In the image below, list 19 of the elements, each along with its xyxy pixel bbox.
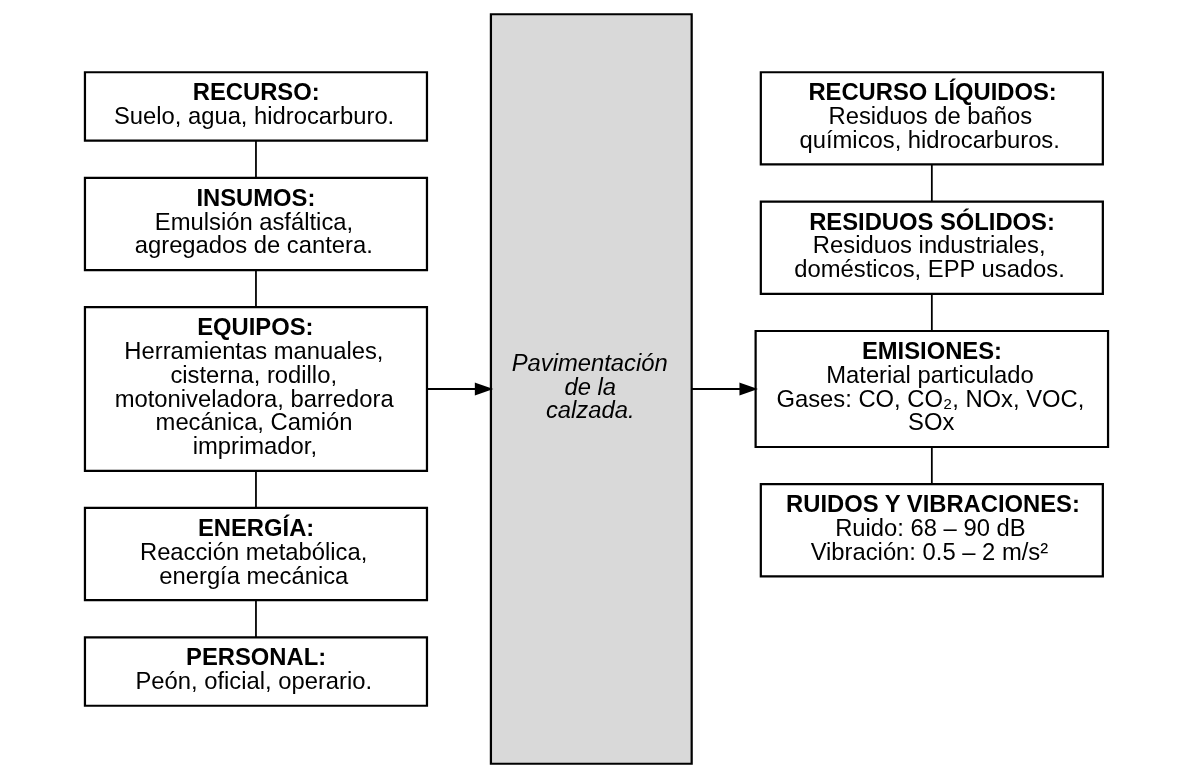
node-box: RUIDOS Y VIBRACIONES: Ruido: 68 – 90 dB Vibración: 0.5 – 2 m/s² <box>759 483 1104 578</box>
node-box: PERSONAL: Peón, oficial, operario. <box>83 636 428 707</box>
node-box: RECURSO LÍQUIDOS: Residuos de baños químicos, hidrocarburos. <box>759 71 1104 166</box>
connector <box>930 446 933 485</box>
connector <box>254 269 257 308</box>
connector <box>254 140 257 179</box>
connector <box>930 164 933 203</box>
connector <box>930 293 933 332</box>
connector <box>254 470 257 509</box>
connector <box>254 599 257 638</box>
node-box: INSUMOS: Emulsión asfáltica, agregados de cantera. <box>83 176 428 272</box>
arrow <box>425 382 493 396</box>
node-box: RECURSO: Suelo, agua, hidrocarburo. <box>83 71 428 142</box>
node-box: ENERGÍA: Reacción metabólica, energía mecánica <box>83 506 428 602</box>
node-box: RESIDUOS SÓLIDOS: Residuos industriales, domésticos, EPP usados. <box>759 200 1104 295</box>
node-box: EMISIONES: Material particulado Gases: CO, CO₂, NOx, VOC, SOx <box>754 329 1109 449</box>
node-box: Pavimentación de la calzada. <box>489 13 693 765</box>
node-box: EQUIPOS: Herramientas manuales, cisterna, rodillo, motoniveladora, barredora mecánica, Camión imprimador, <box>83 306 428 472</box>
arrow <box>690 382 758 396</box>
